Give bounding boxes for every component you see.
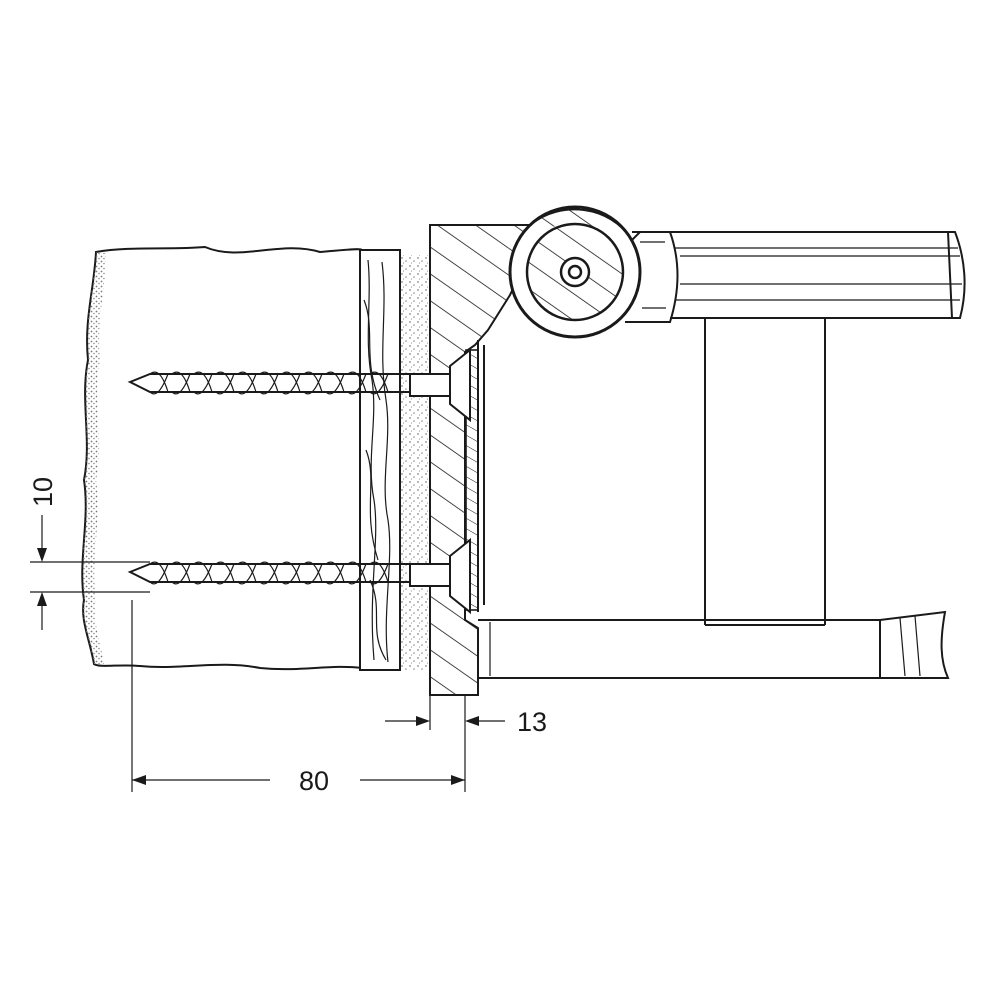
dimension-80: 80 bbox=[131, 600, 466, 796]
door-leaf-profile bbox=[670, 231, 966, 319]
screw-lower bbox=[127, 537, 471, 615]
dimension-10: 10 bbox=[28, 477, 150, 630]
bottom-rail bbox=[478, 610, 950, 679]
dimension-label-10: 10 bbox=[28, 477, 58, 507]
dimension-13: 13 bbox=[385, 695, 547, 737]
screw-upper bbox=[127, 347, 471, 423]
frame-wood bbox=[81, 245, 430, 671]
dimension-label-13: 13 bbox=[517, 707, 547, 737]
vertical-post bbox=[704, 318, 826, 626]
dimension-label-80: 80 bbox=[299, 766, 329, 796]
hinge-knuckle bbox=[508, 205, 679, 339]
